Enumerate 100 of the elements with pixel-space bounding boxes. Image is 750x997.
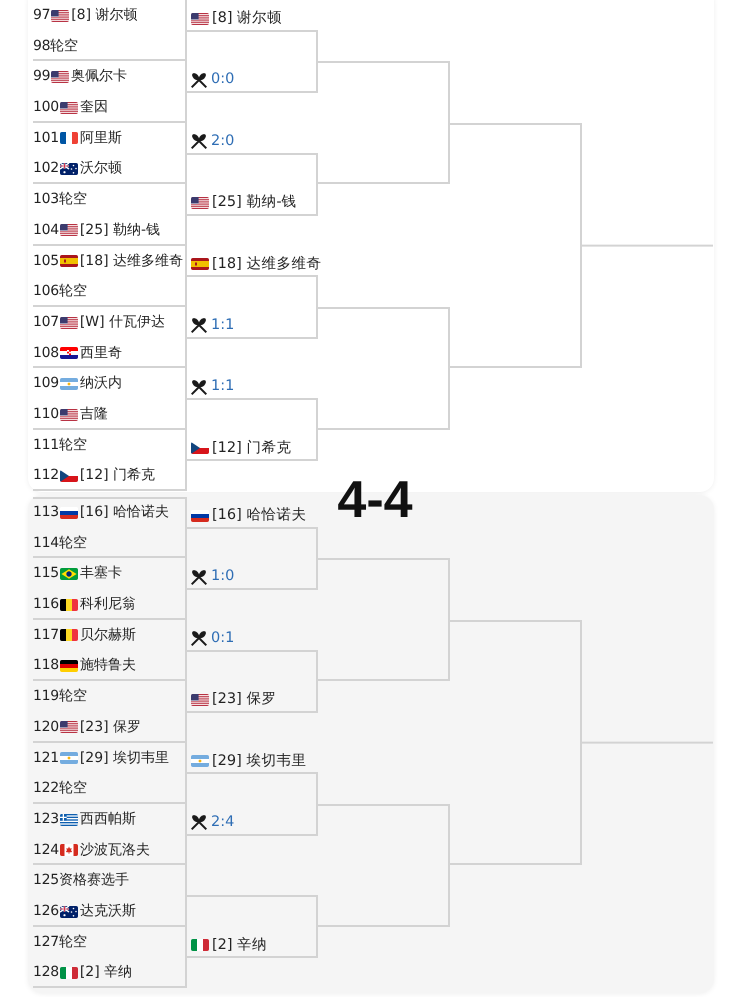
match-frame [33, 430, 187, 492]
draw-position: 110 [33, 405, 59, 424]
draw-position: 103 [33, 190, 59, 210]
draw-position: 118 [33, 656, 59, 676]
match-score: 1:0 [211, 567, 234, 586]
draw-position: 126 [33, 902, 59, 922]
match-frame [33, 0, 187, 62]
player-name: 贝尔赫斯 [80, 626, 136, 645]
match-score: 1:1 [211, 316, 234, 335]
player-name: 施特鲁夫 [80, 656, 136, 676]
player-name: 纳沃内 [80, 374, 122, 394]
draw-position: 124 [33, 840, 59, 860]
player-name: 奥佩尔卡 [71, 67, 128, 86]
player-name: 西西帕斯 [80, 810, 136, 829]
match-frame [33, 61, 187, 123]
match-frame [33, 926, 187, 988]
draw-position: 116 [33, 595, 59, 614]
bracket-frame [318, 804, 450, 927]
player-name: [2] 辛纳 [80, 963, 132, 982]
player-name: 轮空 [58, 534, 87, 553]
draw-position: 117 [33, 626, 59, 645]
match-score: 1:1 [211, 377, 234, 396]
match-score: 2:0 [211, 132, 234, 151]
match-frame [33, 865, 187, 927]
player-name: 轮空 [58, 190, 87, 210]
draw-position: 127 [33, 932, 59, 952]
player-name: 轮空 [58, 282, 87, 302]
player-name: [16] 哈恰诺夫 [212, 506, 306, 525]
player-name: 轮空 [50, 36, 78, 56]
match-frame [33, 804, 187, 866]
player-name: [23] 保罗 [212, 690, 276, 710]
draw-position: 99 [33, 67, 50, 86]
connector-line [582, 244, 713, 247]
player-name: 轮空 [58, 436, 87, 455]
draw-position: 123 [33, 810, 59, 829]
draw-position: 108 [33, 344, 59, 363]
draw-position: 98 [33, 36, 50, 56]
match-frame [33, 307, 187, 368]
match-frame [33, 122, 187, 184]
player-name: 阿里斯 [80, 128, 122, 148]
match-frame [33, 368, 187, 430]
player-name: [12] 门希克 [212, 438, 292, 458]
match-frame [33, 620, 187, 682]
player-name: [29] 埃切韦里 [80, 748, 170, 768]
player-name: [12] 门希克 [80, 466, 156, 486]
player-name: 科利尼翁 [80, 595, 136, 614]
player-name: 轮空 [58, 779, 87, 798]
draw-position: 112 [33, 466, 59, 486]
match-frame [33, 184, 187, 246]
player-name: [29] 埃切韦里 [212, 752, 306, 771]
match-score: 0:0 [211, 70, 234, 90]
draw-position: 122 [33, 779, 59, 798]
draw-position: 104 [33, 220, 59, 240]
draw-position: 119 [33, 687, 59, 706]
player-name: [23] 保罗 [80, 718, 142, 737]
player-name: 资格赛选手 [58, 871, 129, 890]
player-name: 吉隆 [80, 405, 108, 424]
player-name: 西里奇 [80, 344, 122, 363]
draw-position: 115 [33, 564, 59, 584]
player-name: 丰塞卡 [80, 564, 122, 584]
player-name: 奎因 [80, 98, 108, 118]
draw-position: 121 [33, 748, 59, 768]
player-name: [25] 勒纳-钱 [212, 193, 297, 212]
player-name: [25] 勒纳-钱 [80, 220, 160, 240]
bracket-frame [187, 895, 318, 958]
draw-position: 109 [33, 374, 59, 394]
bracket-frame [318, 61, 450, 184]
draw-position: 120 [33, 718, 59, 737]
player-name: [16] 哈恰诺夫 [80, 503, 170, 522]
connector-line [582, 742, 713, 744]
draw-position: 106 [33, 282, 59, 302]
draw-position: 97 [33, 6, 50, 25]
draw-position: 113 [33, 503, 59, 522]
player-name: [8] 谢尔顿 [212, 9, 282, 28]
player-name: [8] 谢尔顿 [71, 6, 138, 25]
match-frame [33, 497, 187, 558]
draw-position: 114 [33, 534, 59, 553]
draw-position: 105 [33, 252, 59, 271]
bracket-frame [450, 620, 582, 866]
bracket-frame [318, 307, 450, 430]
player-name: [W] 什瓦伊达 [80, 313, 166, 332]
draw-position: 128 [33, 963, 59, 982]
match-frame [33, 246, 187, 307]
draw-position: 102 [33, 159, 59, 178]
player-name: 沙波瓦洛夫 [80, 840, 150, 860]
player-name: [2] 辛纳 [212, 936, 268, 955]
draw-position: 101 [33, 128, 59, 148]
player-name: 沃尔顿 [80, 159, 122, 178]
player-name: 轮空 [58, 687, 87, 706]
match-frame [33, 742, 187, 804]
bracket-frame [318, 558, 450, 682]
score-heading: 4-4 [337, 474, 413, 526]
player-name: 达克沃斯 [80, 902, 136, 922]
match-frame [33, 681, 187, 743]
player-name: [18] 达维多维奇 [80, 252, 184, 271]
draw-position: 111 [33, 436, 59, 455]
draw-position: 107 [33, 313, 59, 332]
match-frame [33, 558, 187, 620]
match-score: 0:1 [211, 628, 234, 648]
bracket-frame [450, 122, 582, 368]
